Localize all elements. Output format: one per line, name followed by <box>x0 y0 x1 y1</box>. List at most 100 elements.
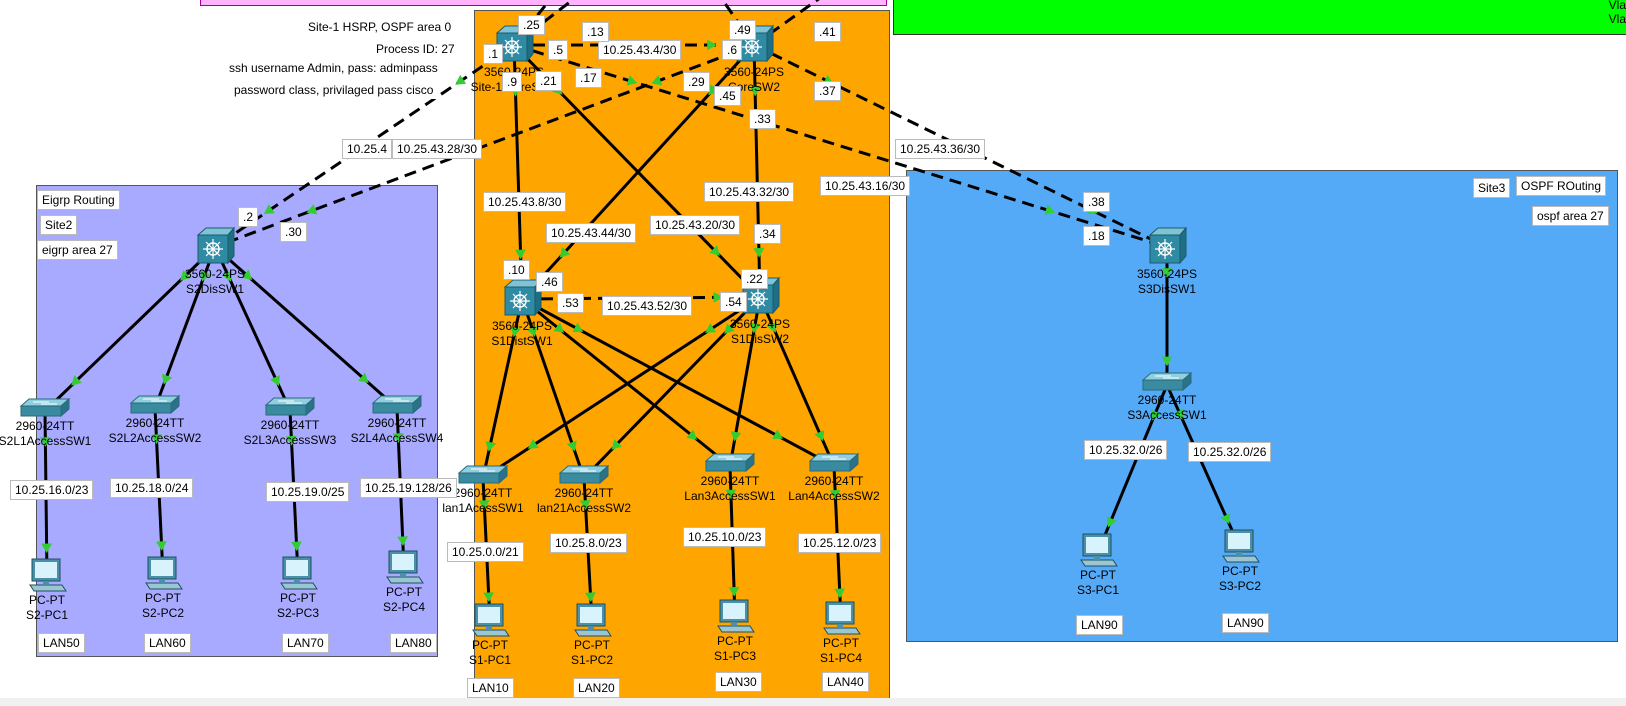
pc-icon[interactable] <box>472 603 510 637</box>
endpoint-address: .33 <box>749 109 776 129</box>
switch-icon[interactable] <box>558 464 610 485</box>
endpoint-address: .9 <box>502 72 523 92</box>
pc-icon[interactable] <box>280 556 318 590</box>
device-model: 2960-24TT <box>15 419 75 433</box>
endpoint-address: .34 <box>754 224 781 244</box>
port-indicator <box>241 269 253 280</box>
lan-label: LAN70 <box>282 633 329 653</box>
port-indicator <box>772 429 784 439</box>
endpoint-address: .1 <box>483 44 504 64</box>
pc-icon[interactable] <box>1222 529 1260 563</box>
device-model: PC-PT <box>717 634 753 648</box>
subnet-label: 10.25.43.8/30 <box>483 192 567 212</box>
endpoint-address: .49 <box>729 20 756 40</box>
port-indicator <box>455 74 467 85</box>
port-indicator <box>728 586 740 597</box>
lan-label: LAN90 <box>1076 615 1123 635</box>
subnet-label: 10.25.19.128/26 <box>360 478 457 498</box>
switch-icon[interactable] <box>129 394 181 415</box>
subnet-label: 10.25.32.0/26 <box>1188 442 1272 462</box>
lan-label: LAN40 <box>822 672 869 692</box>
site3-area[interactable] <box>906 170 1618 642</box>
subnet-label: 10.25.43.20/30 <box>650 215 741 235</box>
device-model: 2960-24TT <box>700 474 760 488</box>
switch-icon[interactable] <box>457 464 509 485</box>
pc-icon[interactable] <box>386 550 424 584</box>
device-name: S2-PC2 <box>141 606 185 620</box>
multilayer-switch-icon[interactable] <box>503 278 543 317</box>
multilayer-switch-icon[interactable] <box>196 226 236 265</box>
device-name: Lan4AccessSW2 <box>788 489 880 503</box>
port-indicator <box>725 489 737 500</box>
device-model: PC-PT <box>280 591 316 605</box>
port-indicator <box>572 322 584 333</box>
site2-area[interactable] <box>36 185 438 657</box>
switch-icon[interactable] <box>371 394 423 415</box>
device-name: S3DisSW1 <box>1137 282 1197 296</box>
subnet-label: 10.25.43.16/30 <box>820 176 911 196</box>
multilayer-switch-icon[interactable] <box>741 276 781 315</box>
pc-icon[interactable] <box>29 558 67 592</box>
endpoint-address: .30 <box>280 222 307 242</box>
pc-icon[interactable] <box>717 599 755 633</box>
link-s1distsw1-lan3[interactable] <box>521 297 731 468</box>
device-model: PC-PT <box>472 638 508 652</box>
pc-icon[interactable] <box>574 603 612 637</box>
site1-note-hsrp: Site-1 HSRP, OSPF area 0 <box>304 18 456 36</box>
port-indicator <box>156 541 167 551</box>
switch-icon[interactable] <box>264 396 316 417</box>
device-name: S1-PC4 <box>819 651 863 665</box>
pc-icon[interactable] <box>1080 533 1118 567</box>
device-name: S2L3AccessSW3 <box>243 433 337 447</box>
switch-icon[interactable] <box>704 452 756 473</box>
port-indicator <box>611 439 623 450</box>
port-indicator <box>162 373 173 385</box>
port-indicator <box>397 536 408 546</box>
link-coresw2-top3[interactable] <box>753 0 820 47</box>
endpoint-address: .13 <box>582 22 609 42</box>
switch-icon[interactable] <box>1141 371 1193 392</box>
subnet-label: 10.25.43.4/30 <box>598 40 682 60</box>
device-name: S2-PC3 <box>276 606 320 620</box>
pc-icon[interactable] <box>823 601 861 635</box>
green-label-1: Vla <box>1608 0 1626 12</box>
site3-name-label: Site3 <box>1473 178 1511 198</box>
bottom-scrollbar[interactable] <box>0 698 1626 706</box>
port-indicator <box>306 204 318 215</box>
device-model: PC-PT <box>574 638 610 652</box>
lan-label: LAN80 <box>390 633 437 653</box>
port-indicator <box>1151 409 1161 421</box>
port-indicator <box>485 441 497 452</box>
device-model: 3560-24PS <box>723 65 785 79</box>
pc-icon[interactable] <box>145 556 183 590</box>
multilayer-switch-icon[interactable] <box>1148 226 1188 265</box>
switch-icon[interactable] <box>19 397 71 418</box>
device-name: S1-PC2 <box>570 653 614 667</box>
port-indicator <box>1044 204 1056 215</box>
green-label-2: Vla <box>1608 12 1626 26</box>
subnet-label: 10.25.4 <box>342 139 393 159</box>
device-model: PC-PT <box>1222 564 1258 578</box>
top-area-green: Vla Vla <box>893 0 1626 35</box>
subnet-label: 10.25.10.0/23 <box>683 527 767 547</box>
device-name: S2-PC4 <box>382 600 426 614</box>
port-indicator <box>753 247 765 258</box>
endpoint-address: .37 <box>814 81 841 101</box>
device-model: 3560-24PS <box>729 317 791 331</box>
device-name: S3-PC1 <box>1076 583 1120 597</box>
switch-icon[interactable] <box>808 452 860 473</box>
port-indicator <box>749 322 761 334</box>
port-indicator <box>814 430 825 442</box>
link-coresw2-s2dissw1[interactable] <box>214 43 755 249</box>
